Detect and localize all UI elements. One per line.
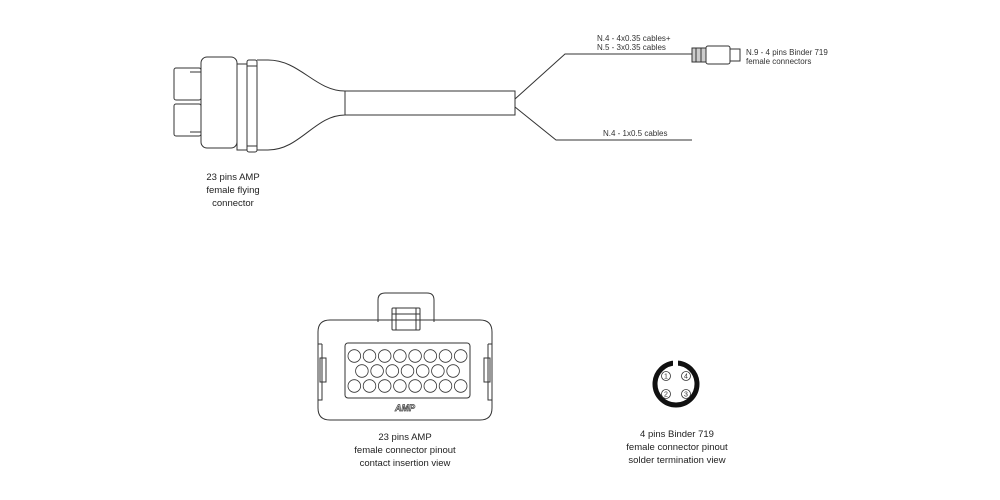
- caption-line: 4 pins Binder 719: [640, 429, 714, 440]
- amp-logo: AMP: [394, 403, 416, 413]
- amp-pin: [362, 379, 377, 393]
- amp-pin: [378, 349, 392, 363]
- amp-pin: [423, 379, 438, 393]
- amp-pin: [454, 349, 468, 363]
- caption-line: contact insertion view: [359, 458, 451, 469]
- caption-line: female flying: [206, 185, 260, 196]
- amp-pin: [355, 364, 369, 378]
- amp-pin: [393, 349, 407, 363]
- amp-pin: [438, 349, 453, 363]
- amp-pin: [362, 349, 377, 363]
- caption-line: female connector pinout: [626, 442, 728, 453]
- amp-pin: [423, 349, 438, 363]
- caption-line: connector: [212, 198, 254, 209]
- lower-cable-label: N.4 - 1x0.5 cables: [603, 129, 668, 138]
- amp-pinout-drawing: AMP: [317, 292, 493, 421]
- amp-pin: [378, 379, 392, 393]
- binder-pinout-caption: 4 pins Binder 719 female connector pinou…: [626, 428, 727, 467]
- upper-cable-label-2: N.5 - 3x0.35 cables: [597, 43, 666, 52]
- amp-pin: [454, 379, 468, 393]
- amp-flying-caption: 23 pins AMP female flying connector: [206, 171, 259, 210]
- amp-pin: [385, 364, 400, 378]
- amp-pin: [438, 379, 453, 393]
- upper-cable-label-1: N.4 - 4x0.35 cables+: [597, 34, 671, 43]
- amp-pin: [347, 379, 362, 393]
- binder-pin-1: 1: [664, 374, 668, 381]
- amp-pin: [408, 379, 422, 393]
- cable-branches: [514, 53, 692, 141]
- amp-pin: [416, 364, 430, 378]
- amp-pin: [370, 364, 384, 378]
- caption-line: female connector pinout: [354, 445, 456, 456]
- amp-pin: [347, 349, 362, 363]
- caption-line: 23 pins AMP: [206, 172, 260, 183]
- binder-connector: [691, 45, 741, 65]
- binder-pin-4: 4: [684, 374, 688, 381]
- caption-line: solder termination view: [628, 455, 726, 466]
- caption-line: 23 pins AMP: [378, 432, 432, 443]
- amp-pinout-caption: 23 pins AMP female connector pinout cont…: [354, 431, 455, 470]
- binder-pin-3: 3: [684, 392, 688, 399]
- binder-label-2: female connectors: [746, 57, 812, 66]
- amp-flying-connector: [173, 56, 516, 153]
- amp-pin: [446, 364, 460, 378]
- amp-pin: [400, 364, 415, 378]
- amp-pin: [408, 349, 422, 363]
- binder-pinout-drawing: 1 4 2 3: [652, 359, 700, 408]
- amp-pin: [431, 364, 445, 378]
- amp-pin: [393, 379, 407, 393]
- binder-pin-2: 2: [664, 392, 668, 399]
- binder-label-1: N.9 - 4 pins Binder 719: [746, 48, 828, 57]
